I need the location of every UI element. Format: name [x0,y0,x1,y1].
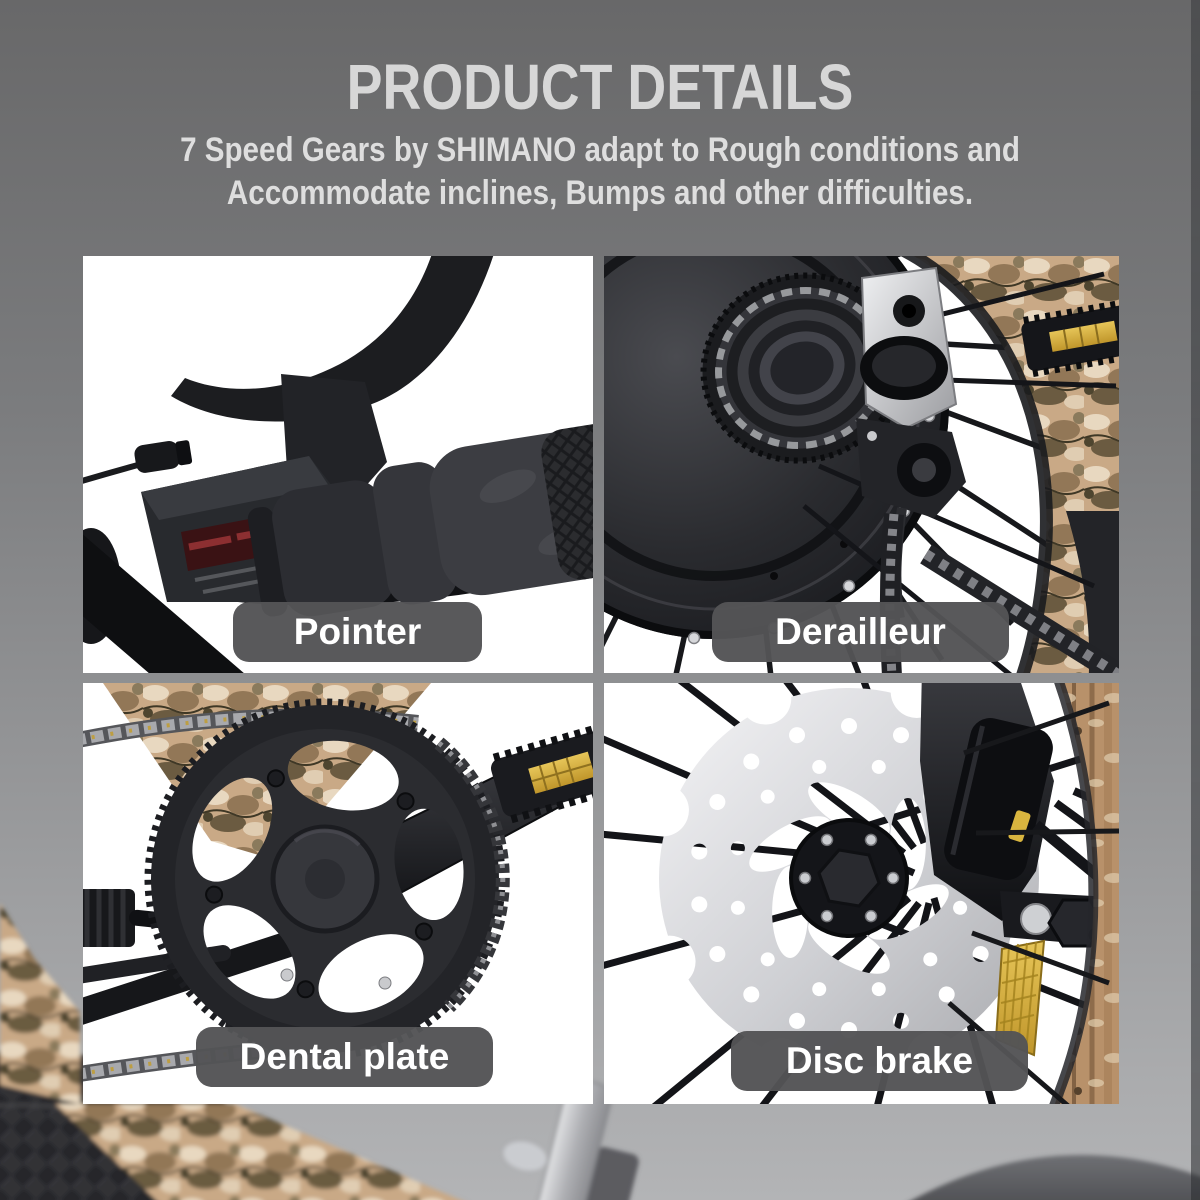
derailleur-illustration [604,256,1119,673]
handlebar-tube [83,534,244,673]
brake-lever-blade [171,256,494,422]
cassette [700,272,904,464]
feature-label-disc-brake: Disc brake [731,1031,1028,1091]
fat-tire-bark [1049,683,1119,1104]
kickstand-fragment [503,1079,639,1200]
subtitle-line-2: Accommodate inclines, Bumps and other di… [226,174,974,212]
feature-label-dental-plate: Dental plate [196,1027,493,1087]
page-title: PRODUCT DETAILS [346,51,854,123]
fender-arc-fragment [912,1155,1200,1200]
derailleur-body [856,418,966,619]
cable-barrel [134,440,193,473]
brake-lever-pointer-illustration [83,256,593,673]
pedal [1021,298,1119,378]
feature-label-pointer: Pointer [233,602,482,662]
photo-dental-plate [83,683,593,1104]
disc-brake-illustration [604,683,1119,1104]
twist-shifter-grip [247,420,593,617]
subtitle-line-1: 7 Speed Gears by SHIMANO adapt to Rough … [180,131,1020,169]
camo-frame-fragment [0,903,461,1200]
right-pedal [490,721,593,824]
axle-hex [817,848,881,908]
feature-label-derailleur: Derailleur [712,602,1009,662]
right-edge-vignette [1191,0,1200,1200]
derailleur-hanger [860,266,958,430]
gold-reflector [994,939,1046,1057]
page-subtitle: 7 Speed Gears by SHIMANO adapt to Rough … [78,129,1122,215]
photo-derailleur [604,256,1119,673]
